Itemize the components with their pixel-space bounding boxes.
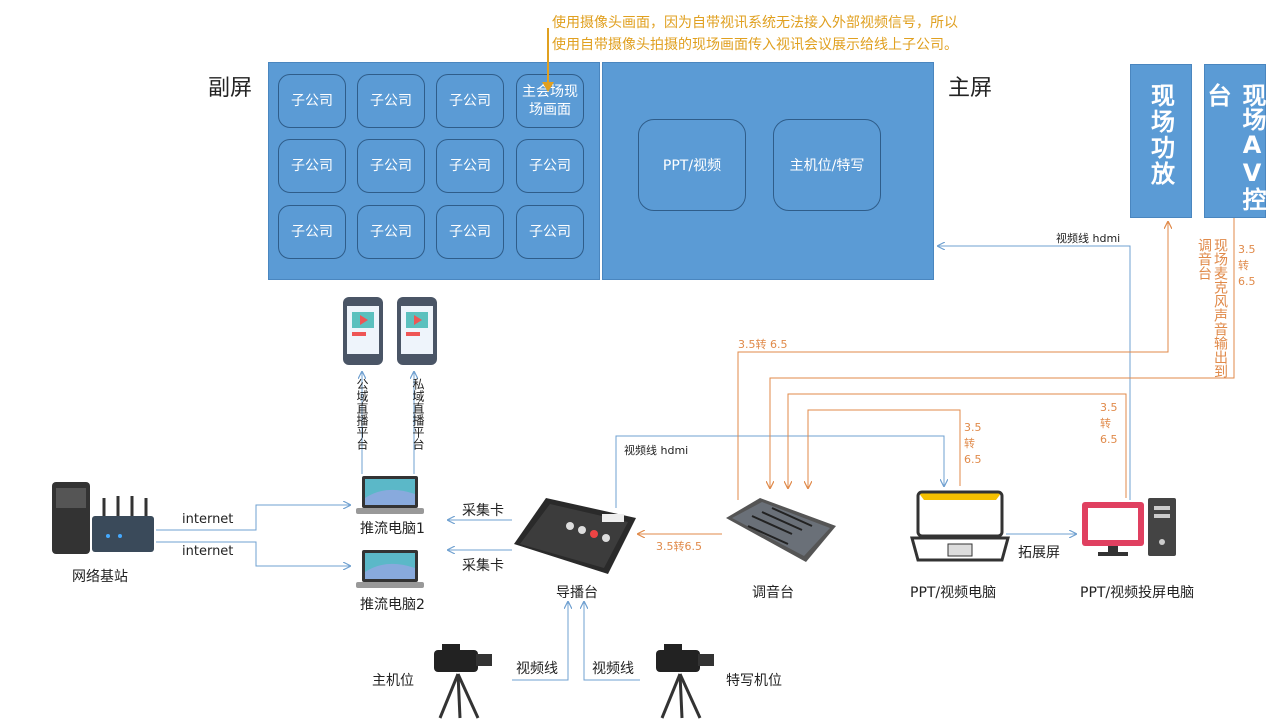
internet-line-1 bbox=[156, 505, 350, 531]
av-console-label: 现场AV控台 bbox=[1203, 83, 1266, 211]
private-live-phone bbox=[397, 297, 437, 365]
stream-pc-1-icon bbox=[356, 476, 424, 514]
video-line-main bbox=[512, 602, 568, 681]
base-station-icon bbox=[52, 482, 154, 554]
tile-subsidiary: 子公司 bbox=[357, 74, 425, 128]
tile-subsidiary: 子公司 bbox=[357, 139, 425, 193]
mixer-icon bbox=[726, 498, 836, 562]
label-videoline-2: 视频线 bbox=[592, 661, 634, 677]
projection-pc-label: PPT/视频投屏电脑 bbox=[1080, 585, 1195, 601]
switcher-label: 导播台 bbox=[556, 585, 598, 601]
audio-line-ppt bbox=[808, 409, 961, 488]
amplifier-label: 现场功放 bbox=[1146, 83, 1175, 187]
label-internet-1: internet bbox=[182, 512, 234, 527]
public-live-phone bbox=[343, 297, 383, 365]
label-hdmi-top: 视频线 hdmi bbox=[1056, 232, 1121, 245]
label-internet-2: internet bbox=[182, 544, 234, 559]
tile-subsidiary: 子公司 bbox=[436, 205, 504, 259]
stream-pc-2-label: 推流电脑2 bbox=[360, 597, 425, 613]
tile-subsidiary: 子公司 bbox=[278, 205, 346, 259]
label-conv-left: 3.5转 6.5 bbox=[738, 338, 788, 351]
tile-subsidiary: 子公司 bbox=[436, 139, 504, 193]
audio-line-proj bbox=[788, 393, 1127, 498]
tile-ppt-video: PPT/视频 bbox=[638, 119, 746, 211]
main-camera-label: 主机位 bbox=[372, 673, 414, 689]
label-conv-proj: 3.5转6.5 bbox=[1100, 401, 1118, 446]
switcher-icon bbox=[514, 498, 636, 574]
note-line-1: 使用摄像头画面，因为自带视讯系统无法接入外部视频信号，所以 bbox=[552, 15, 958, 31]
hdmi-line-mid bbox=[615, 435, 944, 508]
tile-main-camera: 主机位/特写 bbox=[773, 119, 881, 211]
tile-main-venue: 主会场现场画面 bbox=[516, 74, 584, 128]
label-conv-right-top: 3.5转6.5 bbox=[1238, 243, 1256, 288]
label-hdmi-mid: 视频线 hdmi bbox=[624, 444, 689, 457]
ppt-pc-label: PPT/视频电脑 bbox=[910, 585, 997, 601]
internet-line-2 bbox=[156, 541, 350, 566]
label-conv-ppt: 3.5转6.5 bbox=[964, 421, 982, 466]
tile-subsidiary: 子公司 bbox=[436, 74, 504, 128]
main-camera-icon bbox=[434, 644, 492, 719]
tile-subsidiary: 子公司 bbox=[357, 205, 425, 259]
label-capture-1: 采集卡 bbox=[462, 503, 504, 519]
tile-subsidiary: 子公司 bbox=[278, 139, 346, 193]
secondary-screen-title: 副屏 bbox=[208, 76, 253, 101]
label-videoline-1: 视频线 bbox=[516, 661, 558, 677]
av-console-panel: 现场AV控台 bbox=[1203, 64, 1266, 218]
ppt-pc-icon bbox=[910, 490, 1010, 562]
note-line-2: 使用自带摄像头拍摄的现场画面传入视讯会议展示给线上子公司。 bbox=[552, 37, 958, 53]
label-conv-mixer: 3.5转6.5 bbox=[656, 540, 702, 553]
label-extend: 拓展屏 bbox=[1018, 545, 1060, 561]
tile-subsidiary: 子公司 bbox=[516, 139, 584, 193]
label-mic-out: 现场麦克风声音输出到调音台 bbox=[1196, 238, 1228, 378]
mixer-label: 调音台 bbox=[752, 585, 794, 601]
base-station-label: 网络基站 bbox=[72, 569, 128, 585]
closeup-camera-label: 特写机位 bbox=[726, 673, 782, 689]
label-private-live: 私域直播平台 bbox=[411, 378, 425, 450]
audio-line-amp bbox=[737, 222, 1168, 500]
tile-subsidiary: 子公司 bbox=[278, 74, 346, 128]
secondary-screen: 子公司 子公司 子公司 主会场现场画面 子公司 子公司 子公司 子公司 子公司 … bbox=[268, 62, 600, 280]
main-screen-title: 主屏 bbox=[948, 76, 993, 101]
amplifier-panel: 现场功放 bbox=[1130, 64, 1192, 218]
note-arrow-head bbox=[542, 82, 554, 92]
video-line-close bbox=[584, 602, 640, 681]
tile-subsidiary: 子公司 bbox=[516, 205, 584, 259]
label-capture-2: 采集卡 bbox=[462, 558, 504, 574]
label-public-live: 公域直播平台 bbox=[355, 378, 369, 450]
audio-line-mic bbox=[770, 218, 1235, 488]
projection-pc-icon bbox=[1082, 498, 1176, 556]
stream-pc-2-icon bbox=[356, 550, 424, 588]
hdmi-line-main bbox=[938, 246, 1131, 500]
closeup-camera-icon bbox=[656, 644, 714, 719]
main-screen: PPT/视频 主机位/特写 bbox=[602, 62, 934, 280]
stream-pc-1-label: 推流电脑1 bbox=[360, 521, 425, 537]
